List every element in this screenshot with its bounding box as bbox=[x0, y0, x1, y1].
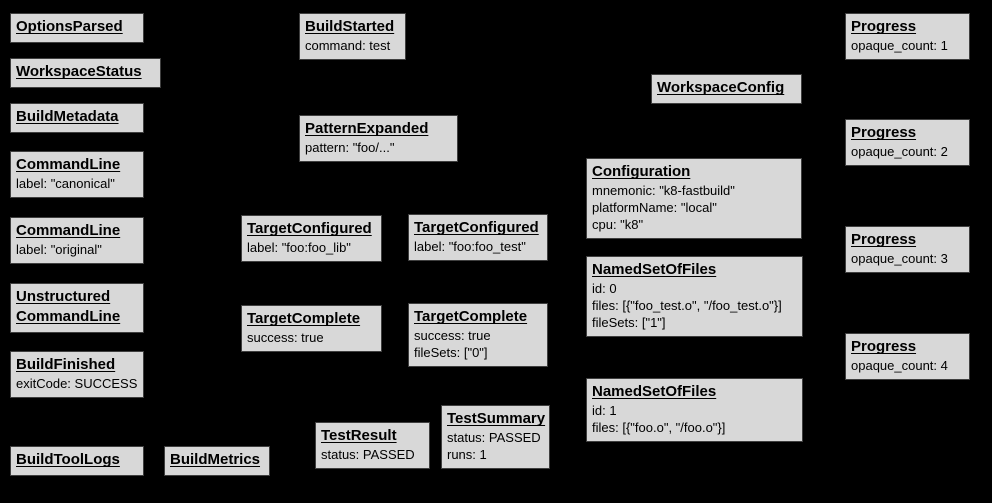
node-title: BuildMetrics bbox=[170, 451, 261, 468]
node-test-summary: TestSummary status: PASSED runs: 1 bbox=[441, 405, 550, 469]
node-attribute: status: PASSED bbox=[321, 447, 415, 462]
node-title: TargetComplete bbox=[414, 308, 528, 325]
node-title: Progress bbox=[851, 231, 917, 248]
node-build-started: BuildStarted command: test bbox=[299, 13, 406, 60]
node-build-metadata: BuildMetadata bbox=[10, 103, 144, 133]
node-build-metrics: BuildMetrics bbox=[164, 446, 270, 476]
node-attribute: opaque_count: 2 bbox=[851, 144, 948, 159]
node-attribute: id: 1 bbox=[592, 403, 617, 418]
node-title: WorkspaceStatus bbox=[16, 63, 142, 80]
node-title: CommandLine bbox=[16, 156, 121, 173]
node-progress-4: Progress opaque_count: 4 bbox=[845, 333, 970, 380]
node-target-configured-foo-lib: TargetConfigured label: "foo:foo_lib" bbox=[241, 215, 382, 262]
node-title: TargetComplete bbox=[247, 310, 361, 327]
node-title: TestSummary bbox=[447, 410, 546, 427]
node-test-result: TestResult status: PASSED bbox=[315, 422, 430, 469]
node-attribute: platformName: "local" bbox=[592, 200, 717, 215]
node-attribute: files: [{"foo_test.o", "/foo_test.o"}] bbox=[592, 298, 782, 313]
node-target-configured-foo-test: TargetConfigured label: "foo:foo_test" bbox=[408, 214, 548, 261]
node-title: BuildStarted bbox=[305, 18, 395, 35]
node-attribute: label: "canonical" bbox=[16, 176, 115, 191]
node-progress-1: Progress opaque_count: 1 bbox=[845, 13, 970, 60]
node-attribute: success: true bbox=[414, 328, 491, 343]
node-title: TestResult bbox=[321, 427, 397, 444]
node-target-complete-foo-lib: TargetComplete success: true bbox=[241, 305, 382, 352]
node-workspace-config: WorkspaceConfig bbox=[651, 74, 802, 104]
node-title: BuildMetadata bbox=[16, 108, 119, 125]
node-title: Progress bbox=[851, 18, 917, 35]
node-attribute: runs: 1 bbox=[447, 447, 487, 462]
node-build-tool-logs: BuildToolLogs bbox=[10, 446, 144, 476]
node-attribute: files: [{"foo.o", "/foo.o"}] bbox=[592, 420, 726, 435]
node-title: NamedSetOfFiles bbox=[592, 383, 717, 400]
node-attribute: pattern: "foo/..." bbox=[305, 140, 395, 155]
node-attribute: fileSets: ["1"] bbox=[592, 315, 666, 330]
node-attribute: success: true bbox=[247, 330, 324, 345]
node-attribute: label: "original" bbox=[16, 242, 102, 257]
node-title: NamedSetOfFiles bbox=[592, 261, 717, 278]
node-title: CommandLine bbox=[16, 222, 121, 239]
node-named-set-of-files-0: NamedSetOfFiles id: 0 files: [{"foo_test… bbox=[586, 256, 803, 337]
node-title: Configuration bbox=[592, 163, 691, 180]
node-attribute: cpu: "k8" bbox=[592, 217, 644, 232]
node-options-parsed: OptionsParsed bbox=[10, 13, 144, 43]
node-configuration: Configuration mnemonic: "k8-fastbuild" p… bbox=[586, 158, 802, 239]
node-title: BuildToolLogs bbox=[16, 451, 120, 468]
node-command-line-canonical: CommandLine label: "canonical" bbox=[10, 151, 144, 198]
node-progress-2: Progress opaque_count: 2 bbox=[845, 119, 970, 166]
node-attribute: label: "foo:foo_lib" bbox=[247, 240, 351, 255]
node-title: OptionsParsed bbox=[16, 18, 123, 35]
node-workspace-status: WorkspaceStatus bbox=[10, 58, 161, 88]
node-title: WorkspaceConfig bbox=[657, 79, 785, 96]
node-title: Progress bbox=[851, 338, 917, 355]
node-title: TargetConfigured bbox=[414, 219, 539, 236]
node-attribute: command: test bbox=[305, 38, 391, 53]
node-title: Unstructured CommandLine bbox=[16, 288, 121, 325]
node-attribute: status: PASSED bbox=[447, 430, 541, 445]
node-attribute: opaque_count: 4 bbox=[851, 358, 948, 373]
node-pattern-expanded: PatternExpanded pattern: "foo/..." bbox=[299, 115, 458, 162]
node-title: Progress bbox=[851, 124, 917, 141]
node-command-line-original: CommandLine label: "original" bbox=[10, 217, 144, 264]
node-title: PatternExpanded bbox=[305, 120, 429, 137]
node-attribute: label: "foo:foo_test" bbox=[414, 239, 526, 254]
node-attribute: fileSets: ["0"] bbox=[414, 345, 488, 360]
node-build-finished: BuildFinished exitCode: SUCCESS bbox=[10, 351, 144, 398]
node-title: TargetConfigured bbox=[247, 220, 372, 237]
node-attribute: exitCode: SUCCESS bbox=[16, 376, 138, 391]
node-title: BuildFinished bbox=[16, 356, 116, 373]
node-named-set-of-files-1: NamedSetOfFiles id: 1 files: [{"foo.o", … bbox=[586, 378, 803, 442]
node-target-complete-foo-test: TargetComplete success: true fileSets: [… bbox=[408, 303, 548, 367]
node-attribute: opaque_count: 3 bbox=[851, 251, 948, 266]
node-unstructured-command-line: Unstructured CommandLine bbox=[10, 283, 144, 333]
node-attribute: id: 0 bbox=[592, 281, 617, 296]
node-progress-3: Progress opaque_count: 3 bbox=[845, 226, 970, 273]
node-attribute: opaque_count: 1 bbox=[851, 38, 948, 53]
node-attribute: mnemonic: "k8-fastbuild" bbox=[592, 183, 735, 198]
